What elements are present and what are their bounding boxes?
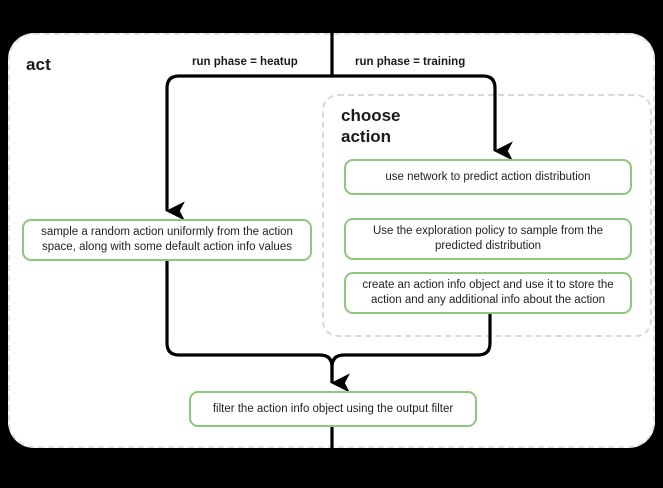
- edge-training-branch: [332, 74, 513, 161]
- node-use-network-predict[interactable]: use network to predict action distributi…: [344, 159, 632, 195]
- choose-action-title-line1: choose: [341, 106, 401, 125]
- edge-heatup-to-merge: [165, 261, 350, 393]
- edge-label-run-phase-heatup: run phase = heatup: [192, 56, 298, 68]
- choose-action-panel-title: choose action: [341, 105, 461, 147]
- node-create-action-info-object[interactable]: create an action info object and use it …: [344, 272, 632, 314]
- choose-action-title-line2: action: [341, 127, 392, 146]
- node-exploration-policy-sample[interactable]: Use the exploration policy to sample fro…: [344, 218, 632, 260]
- act-panel-title: act: [26, 55, 51, 74]
- node-sample-random-action[interactable]: sample a random action uniformly from th…: [22, 219, 312, 261]
- edge-label-run-phase-training: run phase = training: [355, 56, 466, 68]
- edge-heatup-branch: [165, 74, 332, 221]
- edge-choose-action-to-merge: [330, 314, 492, 383]
- node-filter-output-filter[interactable]: filter the action info object using the …: [189, 391, 477, 427]
